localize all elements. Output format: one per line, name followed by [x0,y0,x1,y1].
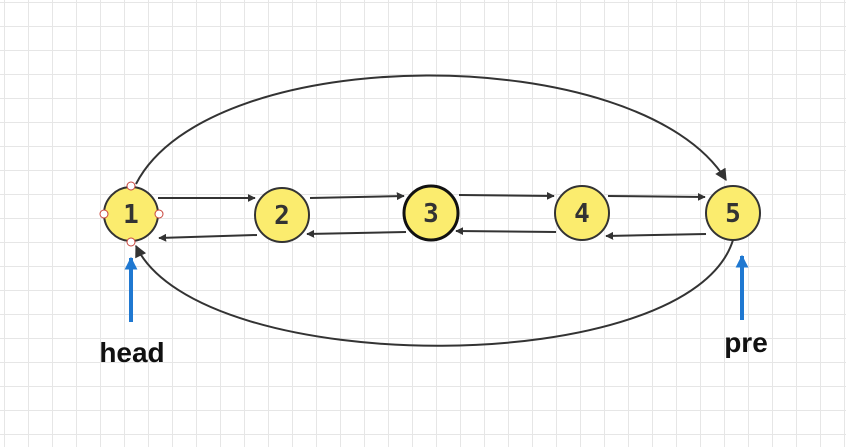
edge-layer [135,74,734,347]
node-3-label: 3 [423,199,439,229]
pointer-labels: head pre [99,327,767,368]
node-3[interactable]: 3 [402,184,460,242]
node-4[interactable]: 4 [554,185,610,241]
edge-5-to-4 [605,231,707,240]
pointer-arrows [124,254,749,322]
resize-handle-bottom[interactable] [126,237,136,247]
edge-1-to-5-outer [135,74,727,185]
node-1-label: 1 [123,200,139,230]
node-3-circle[interactable] [402,184,460,242]
edge-4-to-5 [607,192,706,201]
edge-2-to-3 [309,192,405,201]
node-5-circle[interactable] [705,185,761,241]
edge-4-to-3 [455,227,557,236]
node-4-label: 4 [574,199,590,229]
resize-handle-top[interactable] [126,181,136,191]
node-1-selection-handles[interactable] [99,181,164,247]
head-label: head [99,337,164,368]
node-4-circle[interactable] [554,185,610,241]
node-2-label: 2 [274,201,290,231]
edge-5-to-1-outer [135,239,734,347]
node-layer: 1 2 3 4 5 [103,184,761,243]
node-5-label: 5 [725,199,741,229]
node-1[interactable]: 1 [103,186,159,242]
node-2-circle[interactable] [254,187,310,243]
edge-2-to-1 [158,233,258,242]
node-5[interactable]: 5 [705,185,761,241]
resize-handle-right[interactable] [154,209,164,219]
node-2[interactable]: 2 [254,187,310,243]
pre-label: pre [724,327,768,358]
resize-handle-left[interactable] [99,209,109,219]
edge-3-to-4 [458,191,555,200]
edge-3-to-2 [306,229,407,238]
